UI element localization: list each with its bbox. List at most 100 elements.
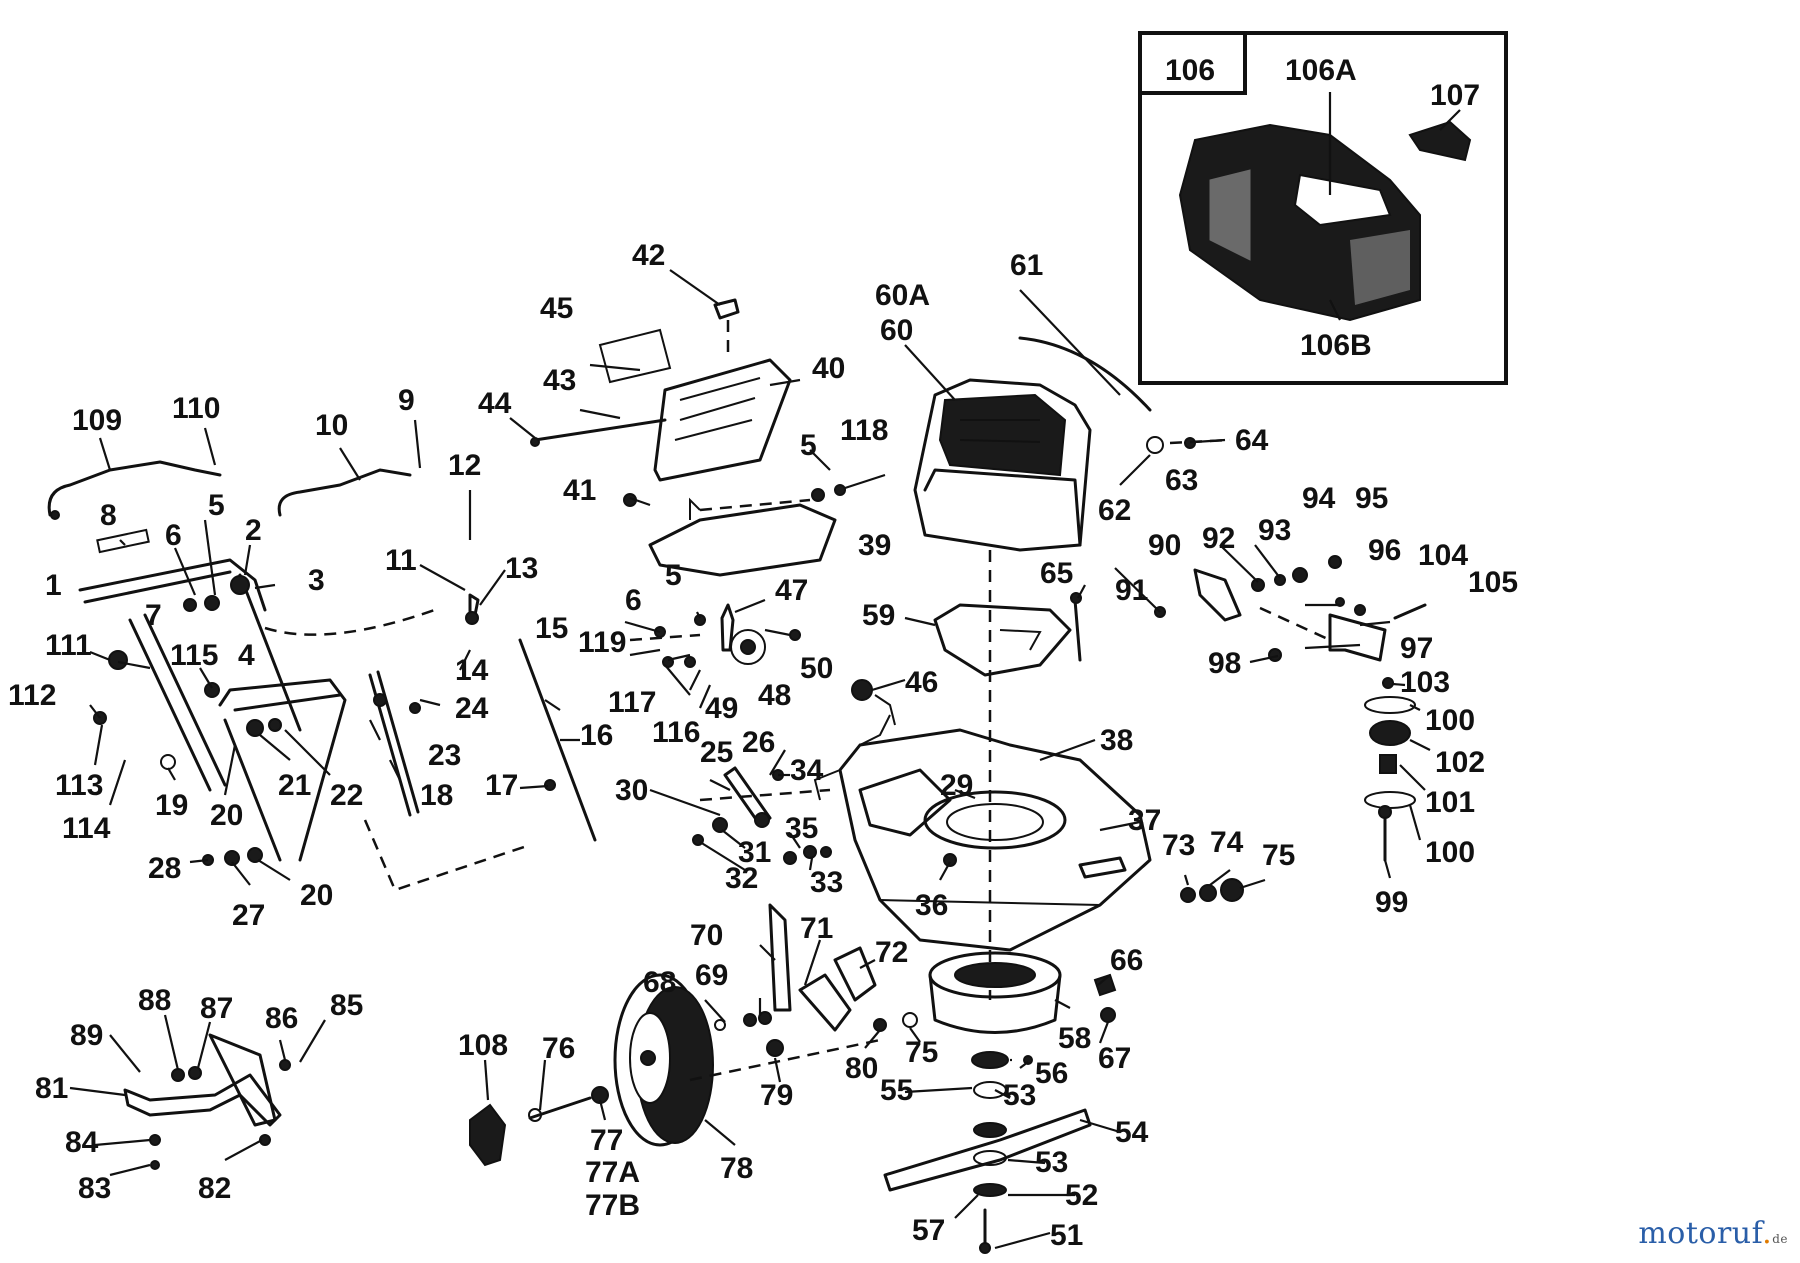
label-98: 98 <box>1208 647 1241 680</box>
label-66: 66 <box>1110 944 1143 977</box>
label-95: 95 <box>1355 482 1388 515</box>
label-45 <box>598 328 672 384</box>
label-36: 36 <box>915 889 948 922</box>
label-73: 73 <box>1162 829 1195 862</box>
label-69: 69 <box>695 959 728 992</box>
label-14: 14 <box>455 654 489 687</box>
label-39: 39 <box>858 529 891 562</box>
label-112: 112 <box>8 679 56 712</box>
deck-38 <box>699 714 1152 952</box>
label-117: 117 <box>608 686 656 719</box>
label-116: 116 <box>652 716 700 749</box>
label-77A: 77A <box>585 1156 640 1189</box>
label-78: 78 <box>720 1152 753 1185</box>
label-16: 16 <box>580 719 613 752</box>
label-85: 85 <box>330 989 363 1022</box>
label-97: 97 <box>1400 632 1433 665</box>
label-22: 22 <box>330 779 363 812</box>
label-60: 60 <box>880 314 913 347</box>
label-3: 3 <box>308 564 325 597</box>
lower-handle-bar <box>218 678 347 862</box>
label-21: 21 <box>278 769 311 802</box>
motoruf-logo: motoruf.de <box>1638 1216 1788 1251</box>
label-99: 99 <box>1375 886 1408 919</box>
label-87: 87 <box>200 992 233 1025</box>
label-12: 12 <box>448 449 481 482</box>
label-30: 30 <box>615 774 648 807</box>
label-23: 23 <box>428 739 461 772</box>
label-105: 105 <box>1468 566 1518 599</box>
label-6b: 6 <box>625 584 642 617</box>
label-31: 31 <box>738 836 771 869</box>
label-115: 115 <box>170 639 218 672</box>
label-54: 54 <box>1115 1116 1149 1149</box>
logo-tld: de <box>1772 1232 1788 1246</box>
blade-stack-54 <box>883 1051 1092 1254</box>
label-71: 71 <box>800 912 833 945</box>
label-67: 67 <box>1098 1042 1131 1075</box>
leader-lines <box>69 92 1461 1250</box>
label-5a: 5 <box>208 489 225 522</box>
label-106B: 106B <box>1300 329 1372 362</box>
label-45: 45 <box>540 292 573 325</box>
label-52: 52 <box>1065 1179 1098 1212</box>
label-19: 19 <box>155 789 188 822</box>
height-adjuster-plate <box>123 1033 291 1170</box>
label-110: 110 <box>172 392 220 425</box>
label-118: 118 <box>840 414 888 447</box>
label-61: 61 <box>1010 249 1043 282</box>
label-91: 91 <box>1115 574 1148 607</box>
label-20b: 20 <box>300 879 333 912</box>
label-75a: 75 <box>1262 839 1295 872</box>
label-46: 46 <box>905 666 938 699</box>
label-13: 13 <box>505 552 538 585</box>
label-37: 37 <box>1128 804 1161 837</box>
wheel-78 <box>613 973 714 1147</box>
label-77B: 77B <box>585 1189 640 1222</box>
label-59: 59 <box>862 599 895 632</box>
label-9: 9 <box>398 384 415 417</box>
blade-adapter-58 <box>928 951 1117 1034</box>
label-65: 65 <box>1040 557 1073 590</box>
rod-43 <box>530 418 667 447</box>
label-53b: 53 <box>1035 1146 1068 1179</box>
label-106: 106 <box>1165 54 1215 87</box>
label-63: 63 <box>1165 464 1198 497</box>
catcher-handle <box>1408 120 1472 162</box>
label-104: 104 <box>1418 539 1468 572</box>
label-33: 33 <box>810 866 843 899</box>
engine-cover-40 <box>653 358 792 482</box>
label-74: 74 <box>1210 826 1244 859</box>
label-96: 96 <box>1368 534 1401 567</box>
label-42: 42 <box>632 239 665 272</box>
label-50: 50 <box>800 652 833 685</box>
engine-60 <box>913 378 1092 1000</box>
belt-guide-59 <box>933 603 1072 677</box>
pulley-assembly-100 <box>1364 677 1416 862</box>
bowden-cable-10 <box>277 468 412 517</box>
label-100a: 100 <box>1425 704 1475 737</box>
upper-handle-bar <box>78 558 302 792</box>
label-60A: 60A <box>875 279 930 312</box>
label-106A: 106A <box>1285 54 1357 87</box>
label-51: 51 <box>1050 1219 1083 1252</box>
wheel-axle-76 <box>528 1086 609 1122</box>
label-44: 44 <box>478 387 512 420</box>
label-7: 7 <box>145 599 162 632</box>
label-24: 24 <box>455 692 489 725</box>
cap-46 <box>851 679 896 726</box>
label-8: 8 <box>100 499 117 532</box>
label-113: 113 <box>55 769 103 802</box>
label-68: 68 <box>643 966 676 999</box>
label-108: 108 <box>458 1029 508 1062</box>
label-38: 38 <box>1100 724 1133 757</box>
label-79: 79 <box>760 1079 793 1112</box>
rear-axle-parts-73 <box>1180 878 1244 903</box>
label-86: 86 <box>265 1002 298 1035</box>
part-labels: 106 106A 107 106B 109 110 10 9 12 11 13 … <box>8 54 1518 1252</box>
label-56: 56 <box>1035 1057 1068 1090</box>
label-34: 34 <box>790 754 824 787</box>
logo-text: motoruf <box>1638 1216 1763 1251</box>
label-103: 103 <box>1400 666 1450 699</box>
label-102: 102 <box>1435 746 1485 779</box>
